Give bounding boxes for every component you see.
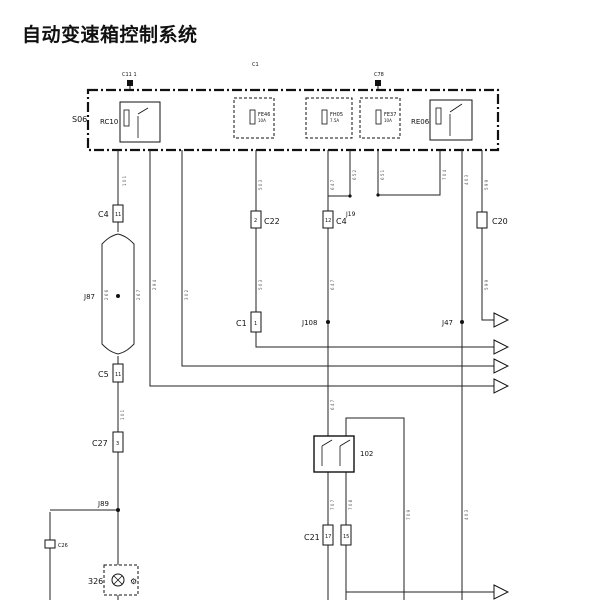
offpage-arrow-4: [493, 378, 509, 394]
connector-c21-label: C21: [304, 533, 320, 542]
junction-j108-dot: [326, 320, 330, 324]
junction-j47-dot: [460, 320, 464, 324]
connector-c27-pin: 3: [116, 441, 119, 447]
connector-c22: 2 C22: [250, 210, 280, 229]
svg-text:4 0 3: 4 0 3: [464, 174, 469, 185]
junction-j19-label: J19: [345, 211, 356, 218]
junction-j87-label: J87: [83, 293, 95, 301]
svg-text:6 4 7: 6 4 7: [330, 399, 335, 410]
connector-c1: 1 C1: [236, 311, 262, 333]
connector-c22-pin: 2: [254, 218, 257, 224]
offpage-arrow-5: [493, 584, 509, 600]
feed-left-label: C11 1: [122, 72, 137, 78]
wire-labels: 1 0 1 5 0 3 6 4 7 6 5 2 6 5 1 7 0 4 4 0 …: [104, 169, 489, 520]
junction-j87-dot: [116, 294, 120, 298]
connector-c5: 11 C5: [98, 363, 124, 383]
connector-c1-pin: 1: [254, 321, 257, 327]
connector-c4-pin: 11: [115, 212, 121, 218]
unit-top-label: C1: [252, 62, 259, 68]
unit-id: S06: [72, 115, 87, 124]
fuse-fe46-label: FE46: [258, 112, 270, 118]
offpage-arrow-1: [493, 312, 509, 328]
offpage-arrow-2: [493, 339, 509, 355]
connector-c4: 11 C4: [98, 204, 124, 223]
svg-text:5 0 3: 5 0 3: [258, 179, 263, 190]
connector-c20-label: C20: [492, 217, 508, 226]
feed-terminal-left: [127, 80, 133, 86]
warning-lamp-icon: ⚙: [130, 577, 137, 586]
fuse-fe37-label: FE37: [384, 112, 396, 118]
connector-c21b-pin: 15: [343, 534, 349, 540]
offpage-arrows: [493, 312, 509, 600]
relay-102-label: 102: [360, 450, 373, 458]
feed-terminal-right: [375, 80, 381, 86]
junction-j108-label: J108: [301, 319, 317, 327]
connector-c22-label: C22: [264, 217, 280, 226]
connector-c4b-label: C4: [336, 217, 347, 226]
svg-text:3 0 2: 3 0 2: [184, 289, 189, 300]
junctions: J87 J89 J108 J47 J19: [83, 193, 464, 512]
lamp-326: ⚙ 326: [88, 564, 139, 596]
page-title: 自动变速箱控制系统: [22, 24, 198, 46]
connectors: 11 C4 11 C5 3 C27 2 C22 1 C1 12 C4: [44, 204, 508, 549]
junction-j47-label: J47: [441, 319, 453, 327]
connector-c5-pin: 11: [115, 372, 121, 378]
fuse-fh05: [305, 97, 353, 139]
fuse-relay-unit: S06 C1 C11 1 C78 RC10 FE46 10A FH05 7.5A…: [72, 62, 500, 152]
connector-c5-label: C5: [98, 370, 109, 379]
svg-text:4 0 3: 4 0 3: [464, 509, 469, 520]
connector-c27: 3 C27: [92, 431, 124, 453]
relay-rc10-label: RC10: [100, 118, 118, 126]
svg-text:6 5 2: 6 5 2: [352, 169, 357, 180]
connector-c20: C20: [476, 211, 508, 229]
svg-text:7 0 9: 7 0 9: [406, 509, 411, 520]
connector-c4-label: C4: [98, 210, 109, 219]
lamp-326-label: 326: [88, 577, 103, 586]
relay-102: 102: [313, 435, 373, 473]
svg-text:1 0 1: 1 0 1: [122, 175, 127, 186]
connector-c26-label: C26: [58, 543, 68, 549]
svg-text:6 4 7: 6 4 7: [330, 279, 335, 290]
svg-text:7 0 4: 7 0 4: [442, 169, 447, 180]
junction-j89-dot: [116, 508, 120, 512]
fuse-fe37-rating: 10A: [384, 118, 392, 123]
svg-text:2 6 6: 2 6 6: [104, 289, 109, 300]
connector-c4b: 12 C4: [322, 210, 347, 229]
connector-c27-label: C27: [92, 439, 108, 448]
svg-text:1 0 1: 1 0 1: [120, 409, 125, 420]
svg-text:6 5 1: 6 5 1: [380, 169, 385, 180]
svg-text:5 9 9: 5 9 9: [484, 179, 489, 190]
feed-right-label: C78: [374, 72, 384, 78]
svg-text:7 0 8: 7 0 8: [348, 499, 353, 510]
svg-text:7 0 7: 7 0 7: [330, 499, 335, 510]
wires: [49, 150, 494, 600]
relay-re06-label: RE06: [411, 118, 430, 126]
svg-text:6 4 7: 6 4 7: [330, 179, 335, 190]
connector-c26: C26: [44, 539, 68, 549]
offpage-arrow-3: [493, 358, 509, 374]
fuse-fh05-label: FH05: [330, 112, 343, 118]
connector-c21a-pin: 17: [325, 534, 331, 540]
svg-text:2 6 7: 2 6 7: [136, 289, 141, 300]
svg-text:5 0 3: 5 0 3: [258, 279, 263, 290]
svg-text:2 9 4: 2 9 4: [152, 279, 157, 290]
fuse-fh05-rating: 7.5A: [330, 118, 339, 123]
connector-c1-label: C1: [236, 319, 247, 328]
connector-c4b-pin: 12: [325, 218, 331, 224]
fuse-fe46-rating: 10A: [258, 118, 266, 123]
svg-text:5 9 9: 5 9 9: [484, 279, 489, 290]
connector-c21: 17 15 C21: [304, 524, 352, 546]
junction-j89-label: J89: [97, 500, 109, 508]
